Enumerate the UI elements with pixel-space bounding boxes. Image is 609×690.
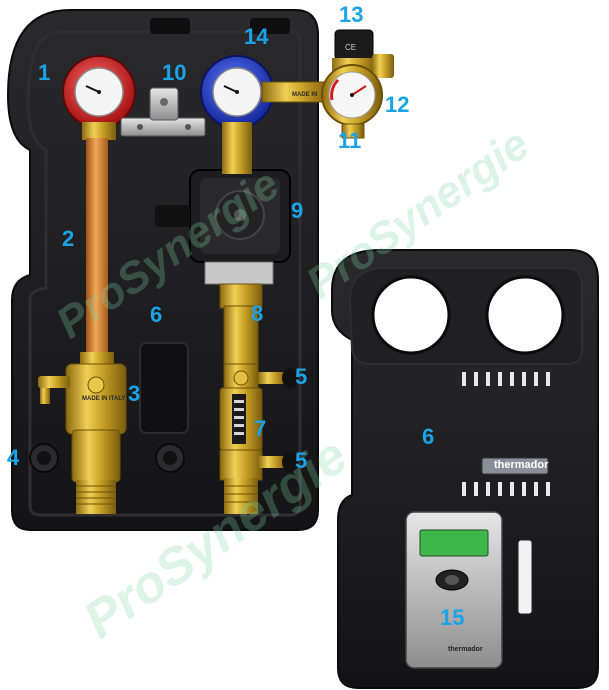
- svg-text:CE: CE: [345, 43, 356, 52]
- callout-13: 13: [339, 2, 364, 27]
- pressure-gauge: [321, 64, 383, 126]
- callout-1: 1: [38, 60, 51, 85]
- return-valve-assembly: [38, 363, 127, 514]
- drain-fitting: [341, 123, 365, 139]
- callout-12: 12: [385, 92, 410, 117]
- solar-controller: [405, 511, 503, 669]
- callout-4: 4: [7, 445, 20, 470]
- insulation-cover: [331, 249, 599, 689]
- callout-8: 8: [251, 301, 264, 326]
- mounting-bracket: [120, 87, 206, 137]
- callout-6b: 6: [422, 424, 435, 449]
- controller-brand: thermador: [448, 646, 483, 653]
- callout-10: 10: [162, 60, 187, 85]
- callout-5b: 5: [295, 448, 308, 473]
- arm-marking: MADE IN: [292, 92, 317, 98]
- callout-2: 2: [62, 226, 75, 251]
- callout-7: 7: [254, 416, 267, 441]
- brand-label: thermador: [494, 459, 549, 471]
- callout-3: 3: [128, 381, 141, 406]
- cold-thermometer: [200, 55, 274, 162]
- callout-14: 14: [244, 24, 269, 49]
- copper-riser-pipe: [80, 138, 114, 366]
- hot-thermometer: [62, 55, 136, 140]
- circulation-pump: [155, 160, 291, 285]
- callout-15: 15: [440, 605, 465, 630]
- flow-meter-column: [219, 283, 263, 514]
- callout-6a: 6: [150, 302, 163, 327]
- callout-11: 11: [338, 128, 362, 153]
- valve-marking: MADE IN ITALY: [82, 396, 125, 402]
- fill-drain-valves: [258, 368, 298, 472]
- mounting-holes: [29, 443, 185, 473]
- callout-5a: 5: [295, 364, 308, 389]
- callout-9: 9: [291, 198, 304, 223]
